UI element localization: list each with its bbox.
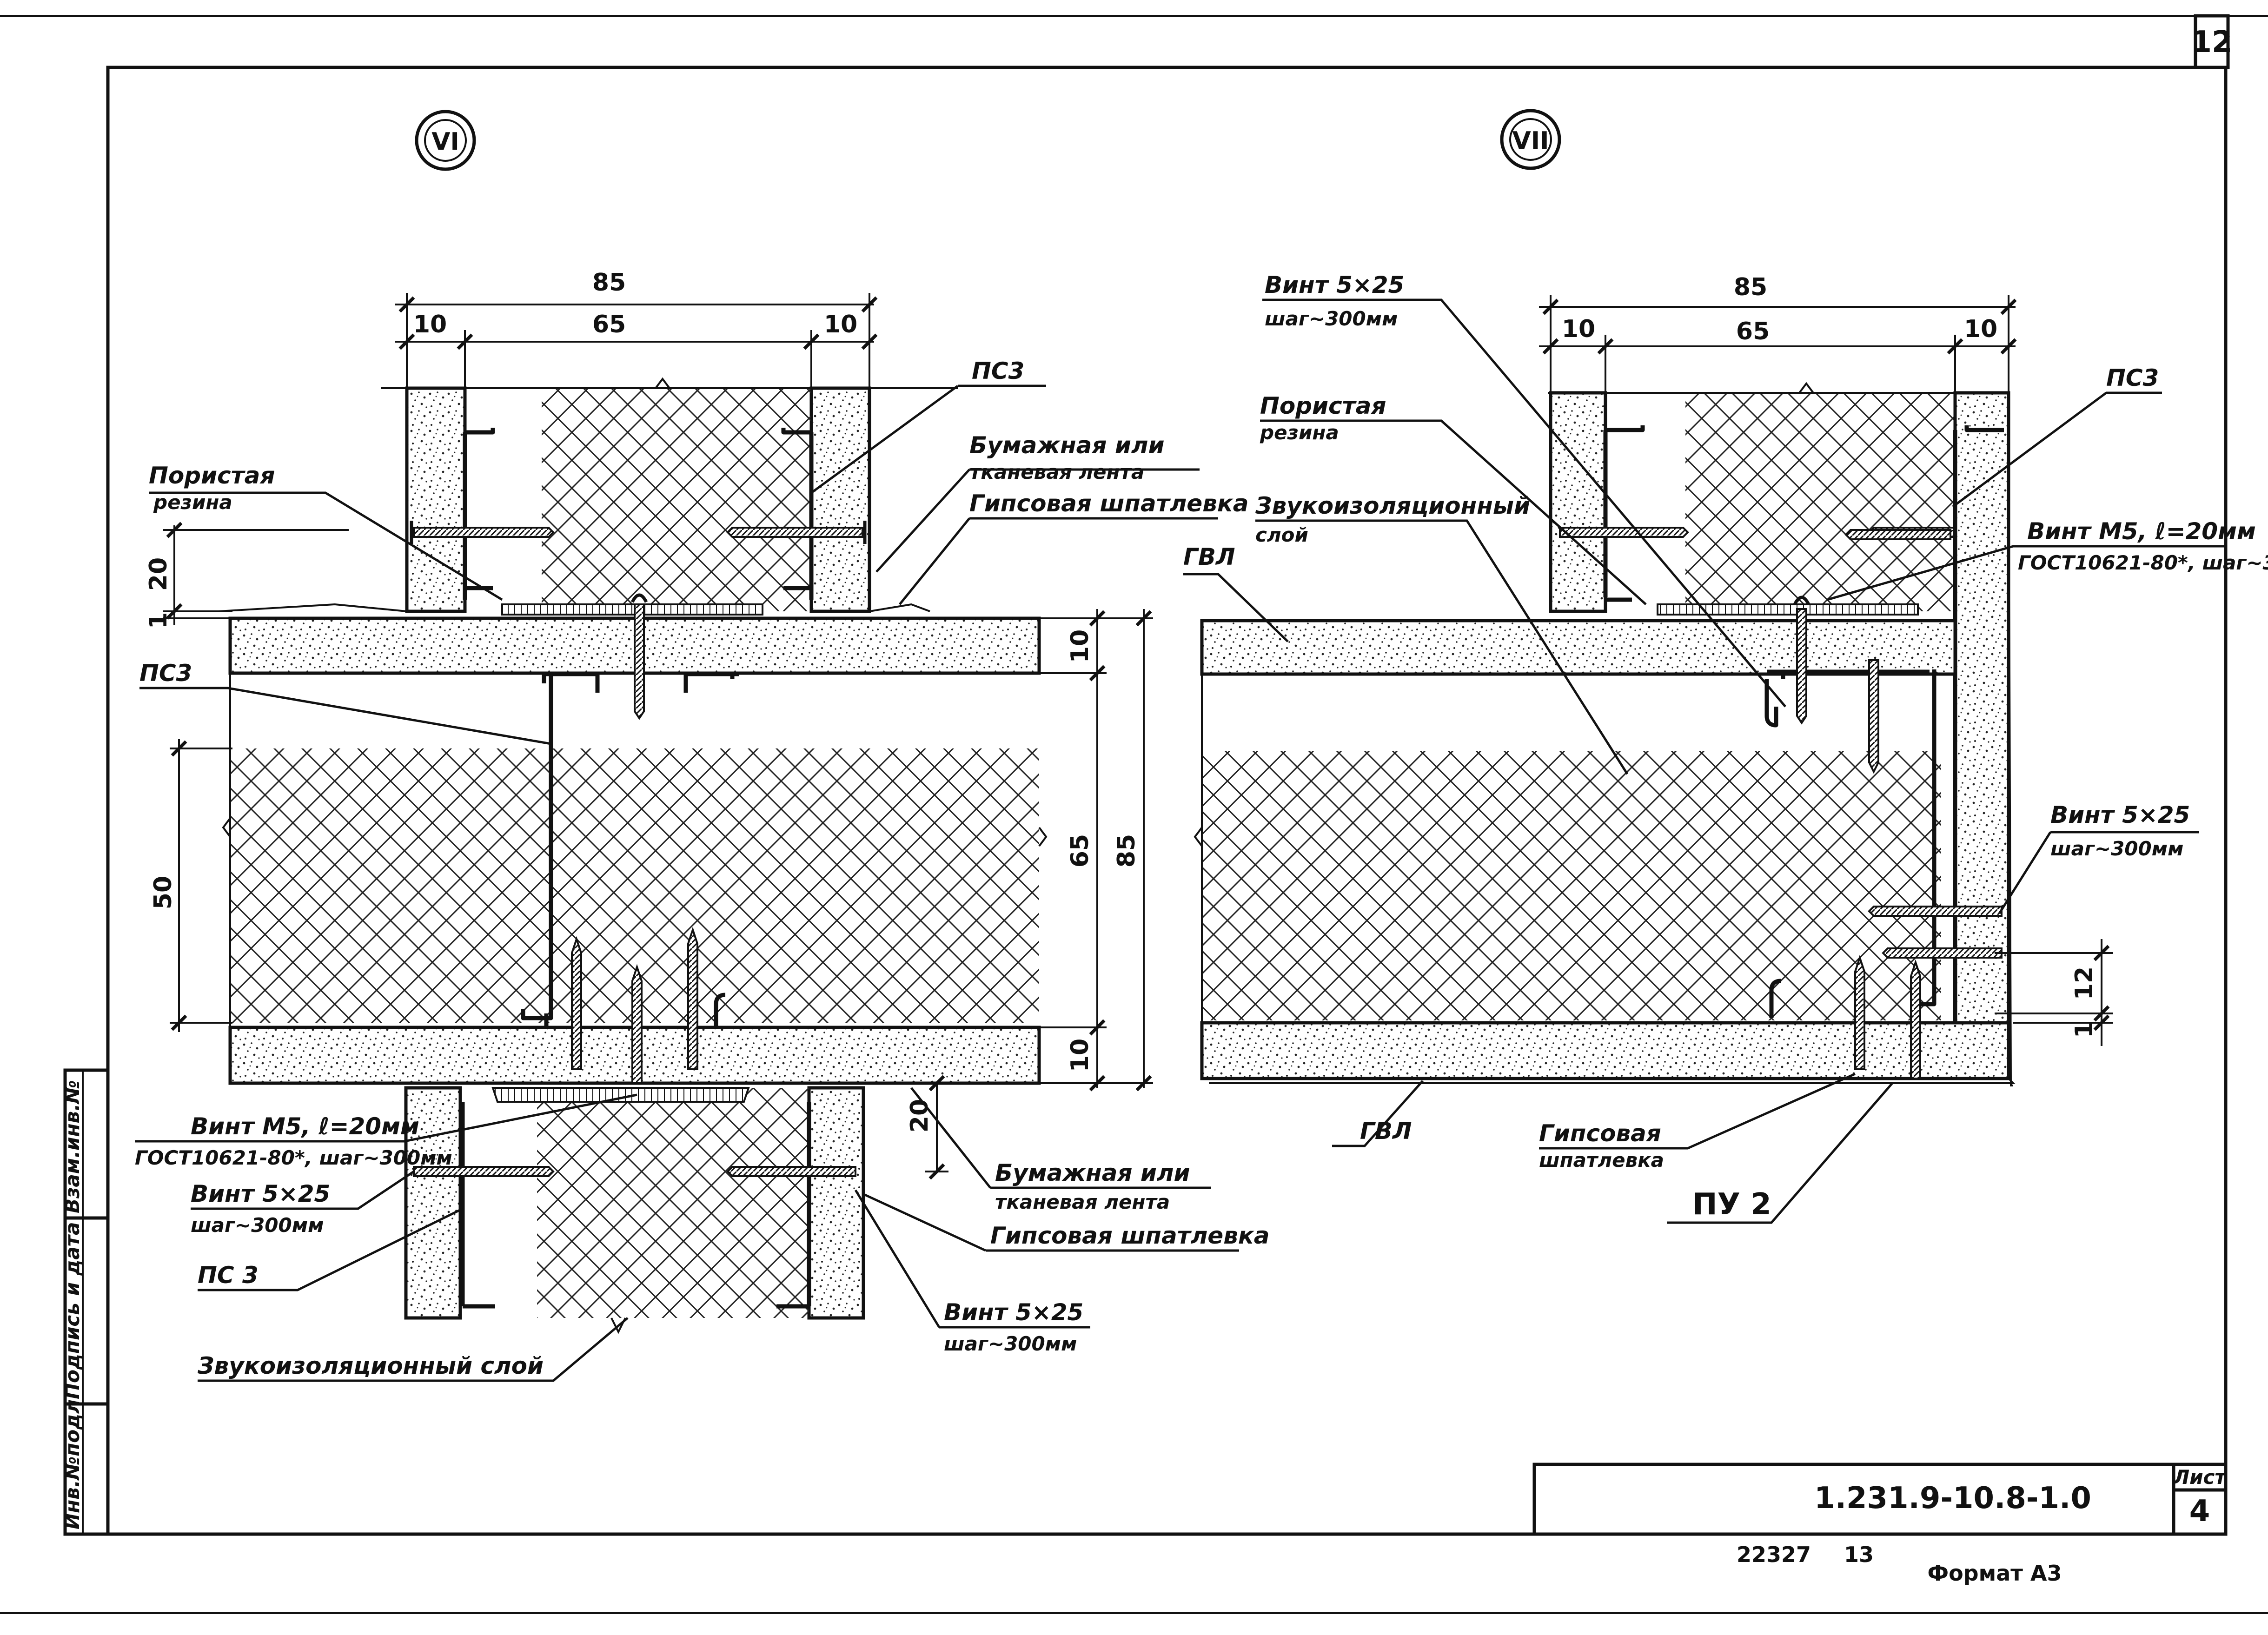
label-vii-porous-2: резина <box>1260 421 1339 444</box>
label-vi-psz-left: ПС3 <box>139 660 192 687</box>
label-vii-pu2: ПУ 2 <box>1692 1187 1771 1222</box>
dim-vii-top-65: 65 <box>1736 318 1770 345</box>
node-vii-dimensions: 85 10 65 10 12 1 <box>1539 273 2113 1046</box>
label-vii-screw-right-1: Винт 5×25 <box>2050 801 2190 828</box>
label-vi-screw-b1: Винт 5×25 <box>944 1299 1083 1326</box>
node-vii-gypsum-boards <box>1194 619 2016 1084</box>
label-vi-tape-b1: Бумажная или <box>995 1159 1190 1186</box>
label-vii-screw-right-2: шаг~300мм <box>2050 837 2183 860</box>
dim-vii-top-10-left: 10 <box>1562 315 1595 343</box>
dim-vii-right-12: 12 <box>2070 966 2098 1000</box>
side-stamp: Взам.инв.№ Подпись и дата Инв.№подл <box>61 1068 110 1536</box>
label-vi-screw-525-1: Винт 5×25 <box>191 1180 330 1207</box>
dim-vi-left-20: 20 <box>145 557 172 591</box>
node-vii-marker-circle <box>1500 109 1561 170</box>
label-vii-screw-top-2: шаг~300мм <box>1265 307 1398 330</box>
stamp-inv-substitute: Взам.инв.№ <box>61 1080 84 1213</box>
label-vii-putty-1: Гипсовая <box>1539 1120 1661 1147</box>
node-vii-marker: VII <box>1512 127 1549 155</box>
inventory-number: 22327 <box>1737 1542 1811 1567</box>
dim-vi-top-10-right: 10 <box>824 311 857 338</box>
page-number: 12 <box>2191 25 2232 60</box>
label-vi-screw-b2: шаг~300мм <box>944 1332 1077 1355</box>
label-vi-screw-525-2: шаг~300мм <box>191 1214 324 1237</box>
label-vii-porous-1: Пористая <box>1260 392 1386 419</box>
dim-vi-left-50: 50 <box>149 876 177 909</box>
title-block: 1.231.9-10.8-1.0 Лист 4 22327 13 Формат … <box>1532 1463 2228 1586</box>
label-vi-putty-bottom: Гипсовая шпатлевка <box>990 1222 1270 1249</box>
dim-vii-top-85: 85 <box>1734 273 1767 301</box>
label-vii-sound-2: слой <box>1255 523 1308 546</box>
sheet-format: Формат А3 <box>1927 1561 2062 1586</box>
stamp-signature-date: Подпись и дата <box>61 1222 84 1399</box>
label-vi-screw-m5-2: ГОСТ10621-80*, шаг~300мм <box>135 1146 452 1169</box>
label-vi-porous-1: Пористая <box>149 462 275 489</box>
list-number: 4 <box>2189 1494 2210 1529</box>
label-vi-tape-2: тканевая лента <box>969 461 1144 483</box>
dim-vii-right-1: 1 <box>2070 1021 2098 1038</box>
label-vii-screw-m5-1: Винт М5, ℓ=20мм <box>2027 518 2256 545</box>
dim-vi-top-65: 65 <box>592 311 626 338</box>
node-vi-top-wall <box>218 377 958 616</box>
doc-code: 1.231.9-10.8-1.0 <box>1814 1481 2091 1516</box>
node-vii-labels: Винт 5×25 шаг~300мм Пористая резина Звук… <box>1183 271 2268 1224</box>
node-vi-labels: ПС3 Бумажная или тканевая лента Гипсовая… <box>135 357 1270 1382</box>
label-vii-sound-1: Звукоизоляционный <box>1255 492 1530 519</box>
label-vii-screw-m5-2: ГОСТ10621-80*, шаг~300мм <box>2018 551 2268 574</box>
label-vii-psz: ПС3 <box>2106 364 2159 391</box>
dim-vi-top-85: 85 <box>592 269 626 297</box>
dim-vii-top-10-right: 10 <box>1964 315 1997 343</box>
node-vi-ps3-profile <box>521 672 739 1027</box>
node-vi-dimensions: 85 10 65 10 20 1 50 10 <box>145 269 1153 1180</box>
node-vi: VI <box>135 110 1270 1382</box>
node-vii-profile <box>1764 596 2003 1079</box>
label-vi-screw-m5-1: Винт М5, ℓ=20мм <box>191 1113 419 1140</box>
node-vi-marker: VI <box>431 128 459 156</box>
dim-vi-right-10-top: 10 <box>1066 629 1094 663</box>
label-vi-psz-top: ПС3 <box>972 357 1024 384</box>
label-vi-tape-b2: тканевая лента <box>995 1191 1170 1213</box>
label-vii-gvl-top: ГВЛ <box>1183 543 1235 570</box>
label-vi-putty-top: Гипсовая шпатлевка <box>969 490 1249 517</box>
dim-vi-right-85: 85 <box>1113 834 1141 867</box>
list-label: Лист <box>2172 1466 2227 1489</box>
dim-vi-top-10-left: 10 <box>413 311 447 338</box>
inventory-suffix: 13 <box>1844 1542 1874 1567</box>
label-vi-ps3-bottom: ПС 3 <box>198 1262 259 1289</box>
node-vi-bottom-wall <box>395 927 869 1334</box>
dim-vi-right-10-bottom: 10 <box>1066 1039 1094 1072</box>
stamp-inv-original: Инв.№подл <box>61 1399 84 1529</box>
label-vi-porous-2: резина <box>153 491 232 514</box>
node-vii-top-wall <box>1548 382 2009 616</box>
label-vii-screw-top-1: Винт 5×25 <box>1265 271 1404 298</box>
dim-vi-right-65: 65 <box>1066 834 1094 867</box>
sheet-frame: 12 <box>0 14 2268 1614</box>
label-vi-tape-1: Бумажная или <box>969 432 1165 459</box>
node-vi-screw-top <box>630 593 648 720</box>
node-vi-marker-circle <box>415 110 476 171</box>
dim-vi-left-1: 1 <box>145 612 172 629</box>
label-vi-sound-layer: Звукоизоляционный слой <box>197 1352 544 1379</box>
label-vii-putty-2: шпатлевка <box>1539 1149 1664 1172</box>
label-vii-gvl-bottom: ГВЛ <box>1360 1118 1412 1145</box>
node-vii: VII <box>1183 109 2268 1224</box>
dim-vi-bottom-20: 20 <box>906 1099 934 1132</box>
